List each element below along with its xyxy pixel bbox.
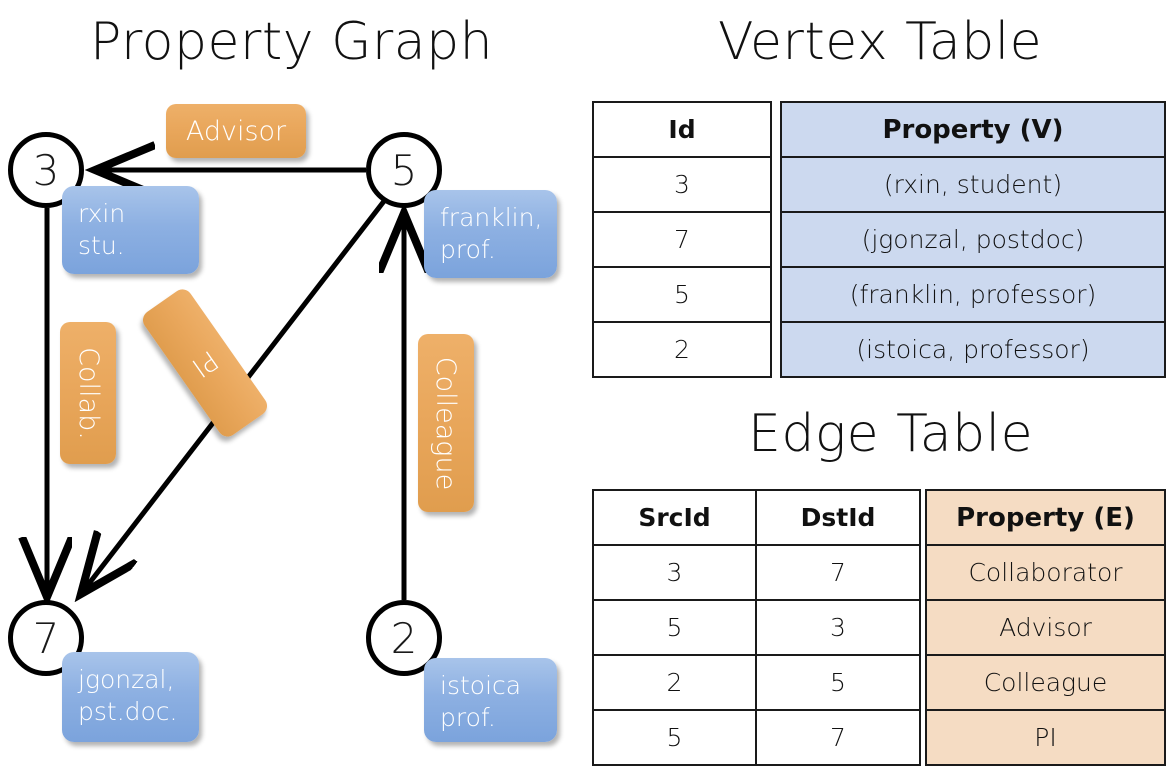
table-header-row: SrcId DstId [592,489,921,546]
table-header-row: Id [592,101,772,158]
table-row: 2 [592,321,772,378]
vertex-id-cell: 7 [592,211,772,268]
edge-src-cell: 5 [592,709,757,766]
node-property-box-rxin: rxin stu. [62,186,199,274]
vertex-id-cell: 3 [592,156,772,213]
vertex-id-cell: 5 [592,266,772,323]
table-row: 7 [592,211,772,268]
property-graph-diagram: 3 5 7 2 rxin stu. franklin, prof. jgonza… [0,0,585,760]
vertex-property-cell: (istoica, professor) [780,321,1166,378]
edge-table-header-property: Property (E) [925,489,1166,546]
graph-node-2[interactable]: 2 [366,600,442,676]
table-row: 5 7 [592,709,921,766]
edge-property-cell: Colleague [925,654,1166,711]
edge-table-property-column: Property (E) Collaborator Advisor Collea… [925,489,1166,766]
edge-label-pi-text: PI [186,343,224,383]
table-row: (rxin, student) [780,156,1166,213]
table-row: Advisor [925,599,1166,656]
edge-label-colleague-text: Colleague [430,356,462,490]
edge-dst-cell: 7 [755,544,921,601]
edge-label-collab-text: Collab. [72,346,104,440]
edge-label-advisor: Advisor [166,104,306,158]
edge-label-colleague: Colleague [418,334,474,512]
edge-src-cell: 5 [592,599,757,656]
table-row: 3 [592,156,772,213]
edge-dst-cell: 5 [755,654,921,711]
page-title-property-graph: Property Graph [90,12,494,72]
edge-src-cell: 2 [592,654,757,711]
edge-label-collab: Collab. [60,322,116,464]
table-row: 5 [592,266,772,323]
page-title-edge-table: Edge Table [748,404,1034,464]
edge-dst-cell: 7 [755,709,921,766]
edge-label-advisor-text: Advisor [185,115,287,147]
table-row: Colleague [925,654,1166,711]
node-property-box-istoica: istoica prof. [424,658,557,742]
vertex-table-property-column: Property (V) (rxin, student) (jgonzal, p… [780,101,1166,378]
vertex-table-header-id: Id [592,101,772,158]
table-header-row: Property (V) [780,101,1166,158]
edge-dst-cell: 3 [755,599,921,656]
table-row: 2 5 [592,654,921,711]
table-row: 5 3 [592,599,921,656]
table-row: PI [925,709,1166,766]
node-property-box-franklin: franklin, prof. [424,190,557,278]
vertex-table-header-property: Property (V) [780,101,1166,158]
edge-table-header-srcid: SrcId [592,489,757,546]
edge-property-cell: PI [925,709,1166,766]
edge-table-header-dstid: DstId [755,489,921,546]
table-row: 3 7 [592,544,921,601]
vertex-property-cell: (franklin, professor) [780,266,1166,323]
node-property-box-jgonzal: jgonzal, pst.doc. [62,652,199,742]
vertex-table-id-column: Id 3 7 5 2 [592,101,772,378]
table-header-row: Property (E) [925,489,1166,546]
vertex-id-cell: 2 [592,321,772,378]
table-row: Collaborator [925,544,1166,601]
vertex-property-cell: (jgonzal, postdoc) [780,211,1166,268]
edge-property-cell: Collaborator [925,544,1166,601]
edge-table-src-dst-columns: SrcId DstId 3 7 5 3 2 5 5 7 [592,489,921,766]
table-row: (franklin, professor) [780,266,1166,323]
edge-src-cell: 3 [592,544,757,601]
edge-property-cell: Advisor [925,599,1166,656]
table-row: (istoica, professor) [780,321,1166,378]
table-row: (jgonzal, postdoc) [780,211,1166,268]
vertex-property-cell: (rxin, student) [780,156,1166,213]
page-title-vertex-table: Vertex Table [718,12,1043,72]
